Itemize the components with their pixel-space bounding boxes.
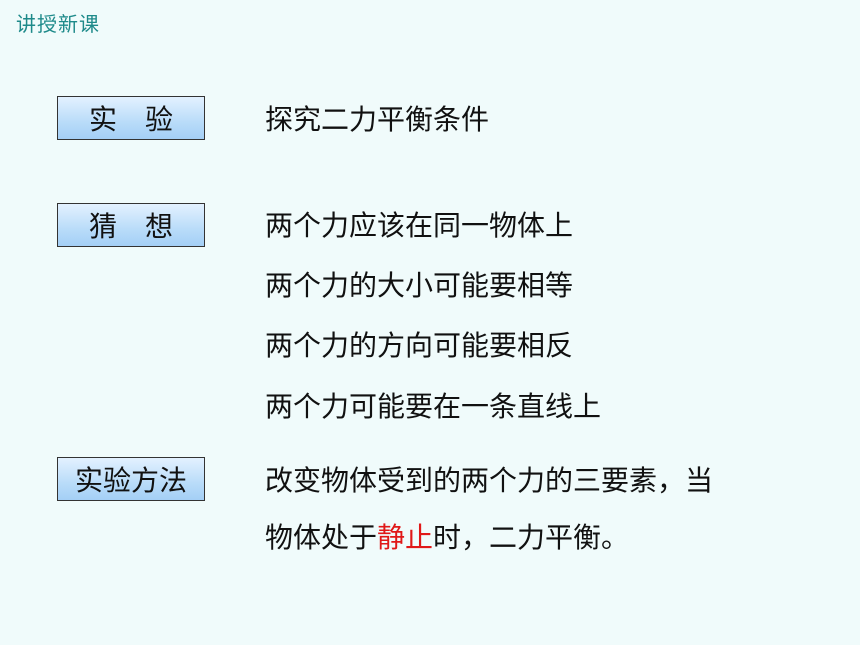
method-line-2: 物体处于静止时，二力平衡。 <box>265 520 629 556</box>
hypothesis-line-1: 两个力应该在同一物体上 <box>265 209 574 242</box>
experiment-text: 探究二力平衡条件 <box>265 103 490 136</box>
method-label: 实验方法 <box>74 464 187 497</box>
hypothesis-line-3: 两个力的方向可能要相反 <box>265 329 574 362</box>
experiment-label: 实验 <box>88 103 201 136</box>
method-line-2-before: 物体处于 <box>265 521 378 554</box>
experiment-label-box: 实验 <box>57 96 205 140</box>
hypothesis-line-4: 两个力可能要在一条直线上 <box>265 390 602 423</box>
method-line-2-after: 时，二力平衡。 <box>433 521 630 554</box>
method-label-box: 实验方法 <box>57 457 205 501</box>
method-highlight-static: 静止 <box>377 521 434 554</box>
hypothesis-label: 猜想 <box>88 210 201 243</box>
page-header-title: 讲授新课 <box>16 12 100 36</box>
method-line-1: 改变物体受到的两个力的三要素，当 <box>265 464 714 497</box>
hypothesis-line-2: 两个力的大小可能要相等 <box>265 269 574 302</box>
hypothesis-label-box: 猜想 <box>57 203 205 247</box>
